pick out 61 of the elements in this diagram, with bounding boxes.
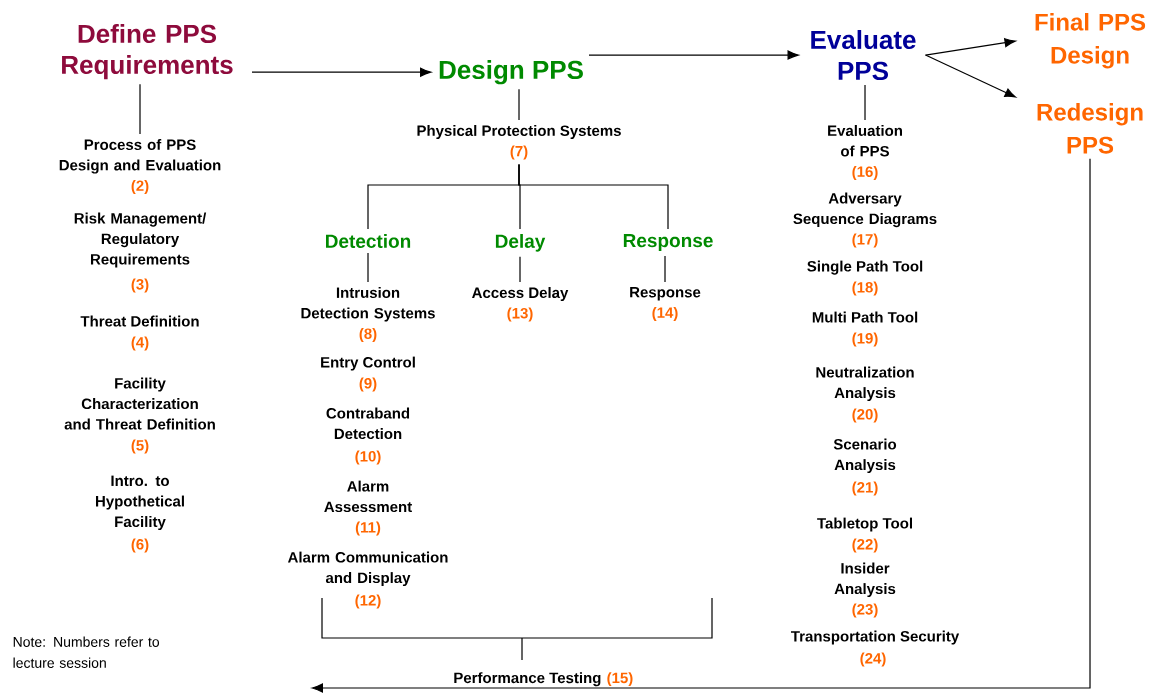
- category-heading: Delay: [495, 234, 546, 252]
- session-number: (4): [131, 336, 149, 351]
- arrow: [588, 50, 799, 60]
- session-number: (11): [355, 521, 381, 536]
- session-number: (23): [852, 603, 878, 618]
- topic-label: Facility Characterization and Threat Definition: [64, 377, 215, 430]
- connector-line: [864, 84, 866, 121]
- topic-label: Performance Testing: [454, 672, 601, 687]
- connector-line: [367, 252, 369, 283]
- outcome-heading: Final PPS Design: [1035, 13, 1146, 69]
- session-number: (3): [131, 278, 149, 293]
- session-number: (17): [852, 233, 878, 248]
- session-number: (22): [852, 538, 878, 553]
- note-text: Note: Numbers refer to lecture session: [13, 636, 160, 668]
- session-number: (15): [607, 672, 633, 687]
- topic-label: Alarm Assessment: [324, 480, 412, 513]
- session-number: (20): [852, 408, 878, 423]
- connector-line: [518, 163, 669, 230]
- session-number: (19): [852, 332, 878, 347]
- arrow: [924, 38, 1016, 56]
- category-heading: Response: [623, 234, 713, 251]
- connector-line: [139, 83, 141, 135]
- topic-label: Evaluation of PPS (16): [828, 125, 902, 180]
- topic-label: Intro. to Hypothetical Facility: [96, 475, 184, 531]
- topic-label: Physical Protection Systems (7): [417, 125, 621, 160]
- topic-label: Adversary Sequence Diagrams: [793, 192, 937, 228]
- topic-label: Entry Control: [321, 356, 415, 371]
- stage-heading: Define PPS Requirements: [62, 24, 233, 80]
- topic-label: Transportation Security: [791, 630, 960, 645]
- category-heading: Detection: [326, 234, 411, 248]
- connector-line: [664, 255, 666, 283]
- session-number: (24): [860, 652, 886, 667]
- topic-label: Tabletop Tool: [817, 517, 912, 532]
- session-number: (12): [355, 594, 381, 609]
- stage-heading: Evaluate PPS: [811, 30, 916, 81]
- arrow: [924, 54, 1016, 98]
- topic-label: Risk Management/ Regulatory Requirements: [74, 212, 207, 268]
- topic-label: Response (14): [630, 287, 701, 321]
- topic-label: Threat Definition: [80, 315, 199, 327]
- session-number: (18): [852, 281, 878, 296]
- connector-line: [519, 256, 521, 283]
- session-number: (9): [359, 377, 377, 392]
- topic-label: Insider Analysis: [834, 562, 896, 598]
- topic-label: Contraband Detection: [326, 407, 410, 440]
- topic-label: Single Path Tool: [807, 260, 923, 275]
- session-number: (6): [131, 538, 149, 553]
- topic-label: Multi Path Tool: [812, 311, 918, 323]
- topic-label: Access Delay (13): [472, 287, 569, 322]
- session-number: (5): [131, 439, 149, 454]
- topic-label: Intrusion Detection Systems (8): [301, 287, 435, 342]
- topic-label: Neutralization Analysis: [816, 366, 914, 402]
- arrow: [311, 158, 1091, 693]
- connector-line: [518, 88, 520, 121]
- topic-label: Scenario Analysis: [833, 438, 897, 474]
- session-number: (21): [852, 481, 878, 496]
- topic-label: Process of PPS Design and Evaluation (2): [59, 139, 221, 194]
- session-number: (10): [355, 450, 381, 465]
- arrow: [251, 67, 432, 77]
- topic-label: Alarm Communication and Display: [287, 551, 448, 587]
- stage-heading: Design PPS: [439, 60, 583, 85]
- outcome-heading: Redesign PPS: [1037, 103, 1143, 154]
